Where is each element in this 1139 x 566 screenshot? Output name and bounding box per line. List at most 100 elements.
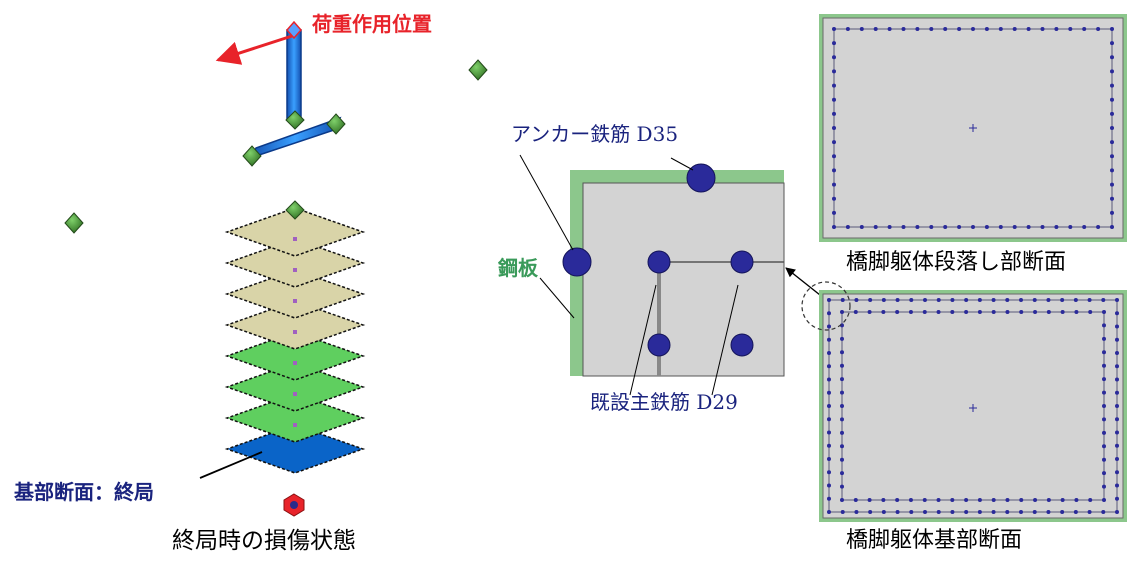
rebar-dot: [901, 225, 906, 229]
rebar-dot: [840, 444, 844, 449]
rebar-dot: [1005, 298, 1010, 302]
rebar-dot: [840, 404, 844, 408]
rebar-dot: [827, 377, 831, 382]
rebar-dot: [832, 126, 836, 130]
concrete-detail: [582, 182, 785, 377]
main-rebar-leader: [711, 284, 739, 396]
load-position-label: 荷重作用位置: [312, 12, 432, 36]
node-markers: [64, 59, 488, 234]
rebar-dot: [909, 510, 914, 514]
rebar-dot: [1115, 377, 1119, 382]
rebar-dot: [867, 498, 872, 502]
rebar-dot: [1040, 225, 1045, 229]
rebar-dot: [840, 484, 844, 489]
rebar-dot: [1102, 350, 1106, 355]
rebar-dot: [832, 140, 836, 145]
main-rebar: [647, 250, 671, 274]
step-rebars: [832, 27, 1114, 229]
base-section-ultimate-label: 基部断面：終局: [14, 480, 154, 504]
rebar-dot: [950, 510, 955, 514]
rebar-dot: [840, 510, 845, 514]
rebar-dot: [964, 510, 969, 514]
rebar-dot: [991, 510, 996, 514]
rebar-dot: [901, 27, 906, 31]
fiber-layer: [224, 300, 366, 350]
rebar-dot: [1110, 97, 1114, 102]
rebar-dot: [873, 27, 878, 31]
section-detail: [519, 154, 821, 396]
rebar-dot: [984, 27, 989, 31]
anchor-rebar-label: アンカー鉄筋 D35: [511, 122, 679, 146]
rebar-dot: [1110, 83, 1114, 88]
rebar-dot: [832, 168, 836, 173]
rebar-dot: [1115, 457, 1119, 461]
rebar-dot: [1102, 417, 1106, 422]
rebar-dot: [929, 225, 934, 229]
rebar-dot: [971, 27, 975, 31]
rebar-dot: [950, 298, 955, 302]
rebar-dot: [1110, 27, 1114, 31]
rebar-dot: [853, 498, 858, 502]
rebar-dot: [832, 55, 836, 60]
rebar-dot: [1005, 310, 1010, 314]
rebar-dot: [1102, 323, 1106, 328]
rebar-dot: [950, 498, 955, 502]
rebar-dot: [1115, 337, 1119, 342]
rebar-dot: [957, 225, 962, 229]
rebar-dot: [1110, 154, 1114, 159]
rebar-dot: [832, 27, 836, 31]
rebar-dot: [957, 27, 962, 31]
fiber-layer: [224, 269, 366, 319]
node-marker: [64, 212, 84, 234]
main-rebar: [730, 333, 754, 357]
rebar-dot: [923, 510, 927, 514]
rebar-dot: [923, 298, 927, 302]
rebar-dot: [1115, 404, 1119, 408]
rebar-dot: [1012, 225, 1017, 229]
rebar-dot: [1046, 310, 1051, 314]
rebar-dot: [991, 298, 996, 302]
rebar-dot: [895, 310, 900, 314]
rebar-dot: [915, 27, 920, 31]
rebar-dot: [1032, 298, 1037, 302]
rebar-dot: [936, 510, 941, 514]
rebar-dot: [1102, 430, 1106, 435]
rebar-dot: [840, 417, 844, 422]
fiber-element-marker: [293, 361, 297, 365]
rebar-dot: [840, 363, 844, 368]
rebar-dot: [873, 225, 878, 229]
rebar-dot: [977, 310, 982, 314]
rebar-dot: [998, 225, 1003, 229]
fiber-element-marker: [293, 392, 297, 396]
base-concrete: [822, 293, 1124, 519]
fiber-element-marker: [293, 237, 297, 241]
rebar-dot: [1110, 225, 1114, 229]
rebar-dot: [1115, 443, 1119, 448]
pier-base-section-label: 橋脚躯体基部断面: [846, 528, 1023, 553]
main-rebar: [647, 333, 671, 357]
rebar-dot: [1102, 444, 1106, 449]
top-node: [286, 20, 302, 40]
rebar-dot: [1102, 336, 1106, 341]
fiber-layer: [224, 362, 366, 412]
rebar-dot: [915, 225, 920, 229]
base-rebars: [827, 298, 1119, 514]
pier-column: [286, 29, 302, 121]
rebar-dot: [1115, 324, 1119, 329]
anchor-leader: [670, 157, 694, 171]
rebar-dot: [840, 350, 844, 355]
rebar-dot: [895, 510, 900, 514]
rebar-dot: [1115, 311, 1119, 316]
rebar-dot: [854, 510, 859, 514]
rebar-dot: [1026, 225, 1031, 229]
rebar-dot: [827, 417, 831, 422]
rebar-dot: [1115, 430, 1119, 435]
fiber-layer: [224, 238, 366, 288]
rebar-dot: [867, 310, 872, 314]
rebar-dot: [1115, 470, 1119, 475]
rebar-dot: [845, 225, 850, 229]
rebar-dot: [1110, 126, 1114, 130]
rebar-dot: [832, 225, 836, 229]
rebar-dot: [943, 27, 948, 31]
rebar-dot: [1019, 510, 1023, 514]
